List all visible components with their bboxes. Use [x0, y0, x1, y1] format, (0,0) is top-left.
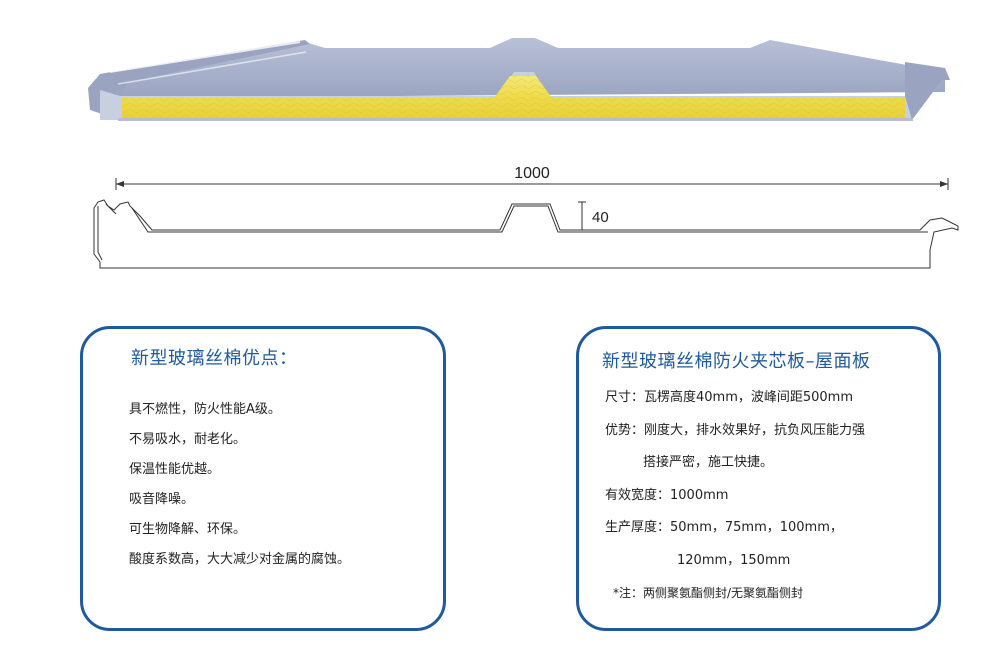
list-item: 具不燃性，防火性能A级。 [129, 402, 281, 417]
list-item: 保温性能优越。 [129, 462, 221, 477]
list-item: 可生物降解、环保。 [129, 522, 247, 537]
advantages-list: 具不燃性，防火性能A级。 不易吸水，耐老化。 保温性能优越。 吸音降噪。 可生物… [129, 401, 350, 581]
advantages-title: 新型玻璃丝棉优点： [131, 348, 298, 369]
spec-title: 新型玻璃丝棉防火夹芯板–屋面板 [602, 351, 871, 372]
advantages-card: 新型玻璃丝棉优点： 具不燃性，防火性能A级。 不易吸水，耐老化。 保温性能优越。… [80, 326, 446, 631]
spec-note: *注：两侧聚氨酯侧封/无聚氨酯侧封 [613, 586, 804, 600]
spec-size: 尺寸：瓦楞高度40mm，波峰间距500mm [605, 390, 854, 405]
spec-list: 尺寸：瓦楞高度40mm，波峰间距500mm 优势：刚度大，排水效果好，抗负风压能… [605, 389, 865, 617]
spec-card: 新型玻璃丝棉防火夹芯板–屋面板 尺寸：瓦楞高度40mm，波峰间距500mm 优势… [576, 326, 941, 631]
height-dimension-label: 40 [592, 209, 609, 226]
right-lock-edge [905, 62, 950, 120]
list-item: 吸音降噪。 [129, 492, 195, 507]
spec-effective-width: 有效宽度：1000mm [605, 487, 729, 503]
list-item: 不易吸水，耐老化。 [129, 432, 247, 447]
width-dimension-label: 1000 [514, 165, 550, 182]
spec-advantage-cont: 搭接严密，施工快捷。 [643, 455, 774, 470]
spec-thickness-cont: 120mm，150mm [677, 552, 791, 568]
list-item: 酸度系数高，大大减少对金属的腐蚀。 [129, 552, 351, 567]
cross-section-drawing: 1000 40 [93, 165, 959, 269]
top-steel-sheet [120, 38, 945, 98]
spec-advantage: 优势：刚度大，排水效果好，抗负风压能力强 [605, 422, 866, 438]
bottom-steel-sheet [118, 118, 913, 121]
sandwich-panel-illustration [88, 38, 950, 121]
spec-thickness: 生产厚度：50mm，75mm，100mm， [605, 520, 843, 535]
panel-profile-outline [93, 199, 959, 269]
